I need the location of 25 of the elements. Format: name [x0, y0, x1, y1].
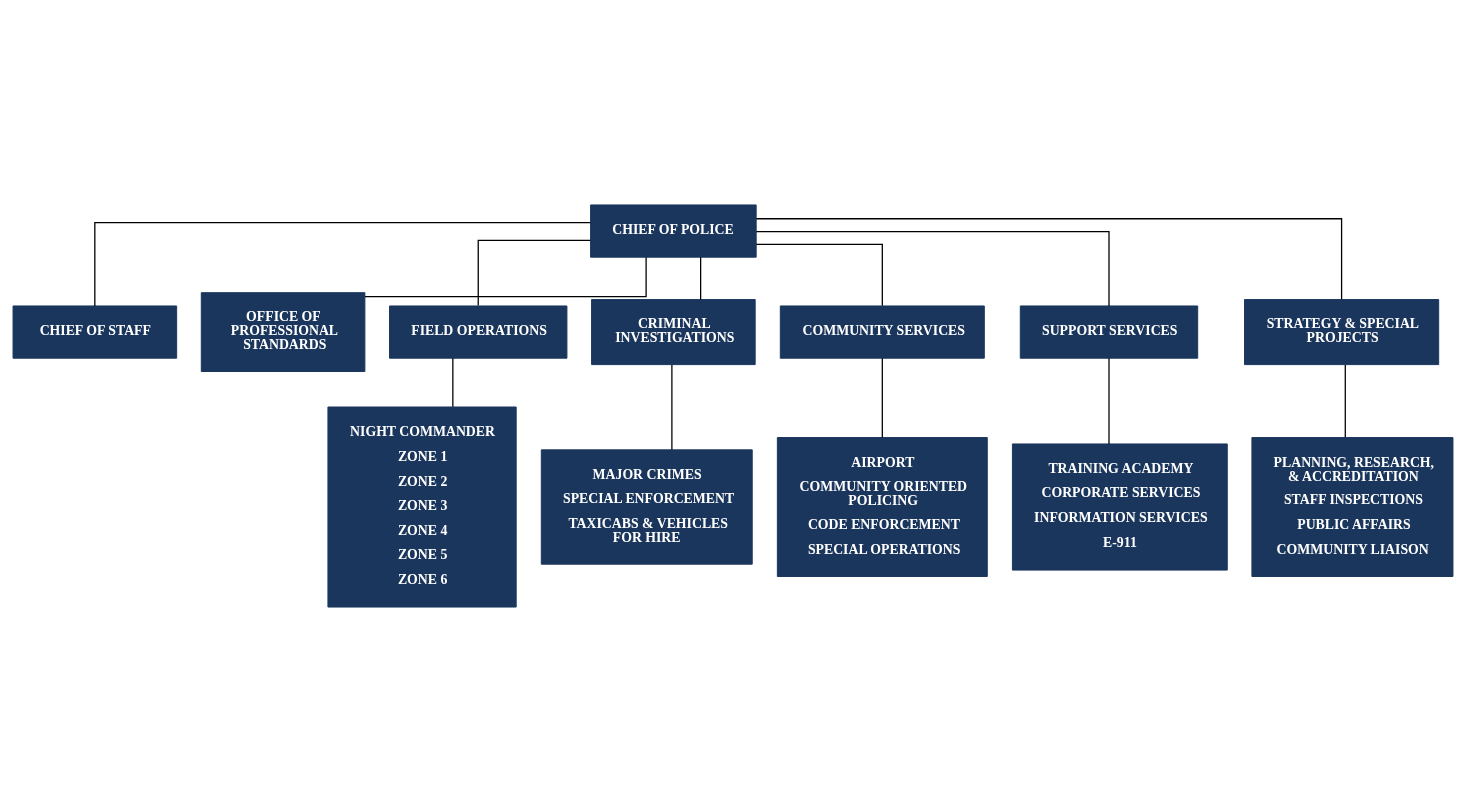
connector — [755, 243, 883, 307]
connector — [881, 357, 883, 439]
node-box: MAJOR CRIMES SPECIAL ENFORCEMENT TAXICABS & VEHICLES FOR HIRE — [540, 449, 753, 565]
connector — [755, 230, 1110, 307]
connector — [671, 364, 673, 451]
node-box: SUPPORT SERVICES — [1019, 305, 1199, 359]
node-box: TRAINING ACADEMY CORPORATE SERVICES INFORMATION SERVICES E-911 — [1011, 443, 1228, 571]
connector — [94, 222, 592, 307]
node-box: PLANNING, RESEARCH, & ACCREDITATION STAFF INSPECTIONS PUBLIC AFFAIRS COMMUNITY LIAISON — [1251, 437, 1454, 577]
node-box: FIELD OPERATIONS — [389, 305, 568, 359]
node-box: STRATEGY & SPECIAL PROJECTS — [1244, 299, 1440, 366]
connector — [452, 357, 454, 408]
node-box: CHIEF OF STAFF — [12, 305, 178, 359]
node-box: CHIEF OF POLICE — [590, 204, 757, 258]
node-box: OFFICE OF PROFESSIONAL STANDARDS — [200, 292, 366, 372]
node-box: NIGHT COMMANDER ZONE 1 ZONE 2 ZONE 3 ZONE 4 ZONE 5 ZONE 6 — [327, 406, 517, 608]
node-box: AIRPORT COMMUNITY ORIENTED POLICING CODE ENFORCEMENT SPECIAL OPERATIONS — [776, 437, 988, 577]
node-box: COMMUNITY SERVICES — [779, 305, 985, 359]
connector — [1108, 357, 1110, 445]
node-box: CRIMINAL INVESTIGATIONS — [591, 299, 756, 366]
connector — [364, 256, 647, 298]
connector — [755, 218, 1343, 300]
connector — [477, 239, 591, 307]
connector — [700, 256, 702, 301]
connector — [1344, 364, 1346, 438]
